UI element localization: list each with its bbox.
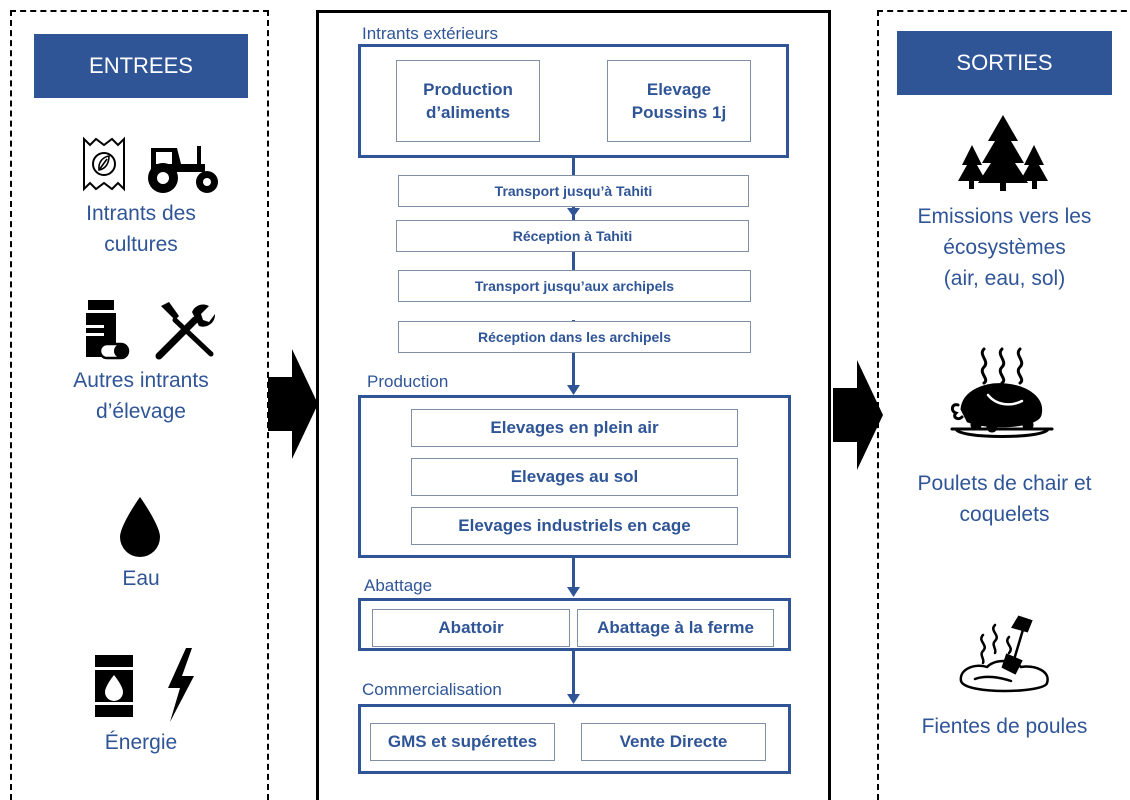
roast-chicken-icon xyxy=(948,345,1056,445)
connector-line xyxy=(572,320,575,390)
arrowhead-icon xyxy=(567,694,580,704)
step-reception-tahiti: Réception à Tahiti xyxy=(396,220,749,252)
stage-box-intrants-exterieurs xyxy=(358,44,789,158)
arrowhead-icon xyxy=(567,385,580,395)
box-elevages-industriels: Elevages industriels en cage xyxy=(411,507,738,545)
stage-label-abattage: Abattage xyxy=(364,576,433,595)
connector-line xyxy=(572,651,575,699)
arrowhead-icon xyxy=(567,208,580,217)
sortie-label-fientes: Fientes de poules xyxy=(921,715,1088,738)
stage-box-production xyxy=(358,395,791,558)
tools-icon xyxy=(155,300,215,360)
manure-shovel-icon xyxy=(955,615,1055,703)
sorties-panel xyxy=(877,10,1130,800)
entree-label-eau: Eau xyxy=(122,567,160,590)
sortie-label-emissions: Emissions vers les écosystèmes (air, eau… xyxy=(917,205,1092,290)
connector-line xyxy=(572,558,575,592)
sortie-label-poulets: Poulets de chair et coquelets xyxy=(917,472,1092,526)
entree-label-cultures: Intrants des cultures xyxy=(86,202,196,256)
arrow-right-icon xyxy=(833,360,885,470)
box-abattoir: Abattoir xyxy=(372,609,570,647)
water-drop-icon xyxy=(118,497,162,559)
box-production-aliments: Production d’aliments xyxy=(396,60,540,142)
box-gms: GMS et supérettes xyxy=(370,723,555,761)
seed-bag-icon xyxy=(78,135,130,193)
sorties-header: SORTIES xyxy=(897,31,1112,95)
stage-box-abattage xyxy=(358,598,791,651)
box-elevages-plein-air: Elevages en plein air xyxy=(411,409,738,447)
entrees-header: ENTREES xyxy=(34,34,248,98)
stage-label-production: Production xyxy=(367,372,449,391)
stage-label-commercialisation: Commercialisation xyxy=(362,680,502,699)
arrowhead-icon xyxy=(567,587,580,597)
box-elevage-poussins: Elevage Poussins 1j xyxy=(607,60,751,142)
box-elevages-sol: Elevages au sol xyxy=(411,458,738,496)
medicine-bottle-icon xyxy=(84,300,130,362)
trees-icon xyxy=(958,115,1048,193)
box-vente-directe: Vente Directe xyxy=(581,723,766,761)
step-reception-archipels: Réception dans les archipels xyxy=(398,321,751,353)
step-transport-archipels: Transport jusqu’aux archipels xyxy=(398,270,751,302)
stage-box-commercialisation xyxy=(358,704,791,774)
tractor-icon xyxy=(143,142,225,194)
entree-label-energie: Énergie xyxy=(104,731,178,754)
stage-label-intrants-exterieurs: Intrants extérieurs xyxy=(362,24,499,43)
value-chain-panel xyxy=(316,10,831,800)
arrow-right-icon xyxy=(268,349,320,459)
lightning-icon xyxy=(162,648,198,722)
step-transport-tahiti: Transport jusqu’à Tahiti xyxy=(398,175,749,207)
entree-label-elevage: Autres intrants d’élevage xyxy=(73,369,209,423)
box-abattage-ferme: Abattage à la ferme xyxy=(577,609,774,647)
oil-barrel-icon xyxy=(93,653,135,719)
connector-line xyxy=(572,158,575,278)
